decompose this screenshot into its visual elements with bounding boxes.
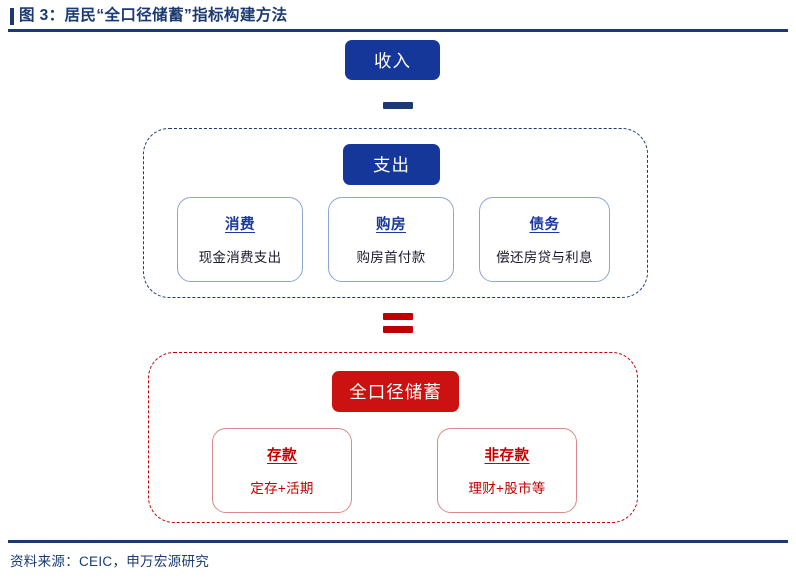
node-expenditure-label: 支出	[373, 155, 410, 175]
page-title: 图 3：居民“全口径储蓄”指标构建方法	[19, 7, 288, 25]
node-expenditure: 支出	[343, 144, 440, 185]
figure-header: 图 3：居民“全口径储蓄”指标构建方法	[0, 0, 796, 34]
footer-divider	[8, 540, 788, 543]
card-non-deposits: 非存款 理财+股市等	[437, 428, 577, 513]
header-divider	[8, 29, 788, 32]
operator-minus-icon	[381, 96, 415, 114]
operator-equals-icon	[378, 312, 418, 334]
card-home-purchase-title: 购房	[376, 217, 406, 233]
node-income: 收入	[345, 40, 440, 80]
figure-title-wrapper: 图 3：居民“全口径储蓄”指标构建方法	[10, 4, 288, 28]
card-consumption: 消费 现金消费支出	[177, 197, 303, 282]
node-income-label: 收入	[374, 50, 411, 71]
card-consumption-desc: 现金消费支出	[198, 250, 282, 265]
card-debt-title: 债务	[529, 217, 560, 233]
card-home-purchase: 购房 购房首付款	[328, 197, 454, 282]
group-broad-savings	[148, 352, 638, 523]
card-debt-desc: 偿还房贷与利息	[496, 250, 593, 265]
node-broad-savings: 全口径储蓄	[332, 371, 459, 412]
card-deposits: 存款 定存+活期	[212, 428, 352, 513]
group-expenditure	[143, 128, 648, 298]
card-consumption-title: 消费	[225, 217, 255, 233]
node-broad-savings-label: 全口径储蓄	[349, 382, 442, 402]
card-deposits-desc: 定存+活期	[250, 481, 314, 496]
title-accent-bar-icon	[10, 7, 14, 25]
card-non-deposits-title: 非存款	[484, 448, 530, 464]
diagram-canvas: 收入 支出 消费 现金消费支出 购房 购房首付款 债务 偿还房贷与利息 全口径储…	[0, 34, 796, 531]
source-note: 资料来源：CEIC，申万宏源研究	[10, 554, 210, 569]
card-home-purchase-desc: 购房首付款	[356, 250, 426, 265]
card-deposits-title: 存款	[267, 448, 297, 464]
card-non-deposits-desc: 理财+股市等	[468, 481, 546, 496]
card-debt: 债务 偿还房贷与利息	[479, 197, 610, 282]
